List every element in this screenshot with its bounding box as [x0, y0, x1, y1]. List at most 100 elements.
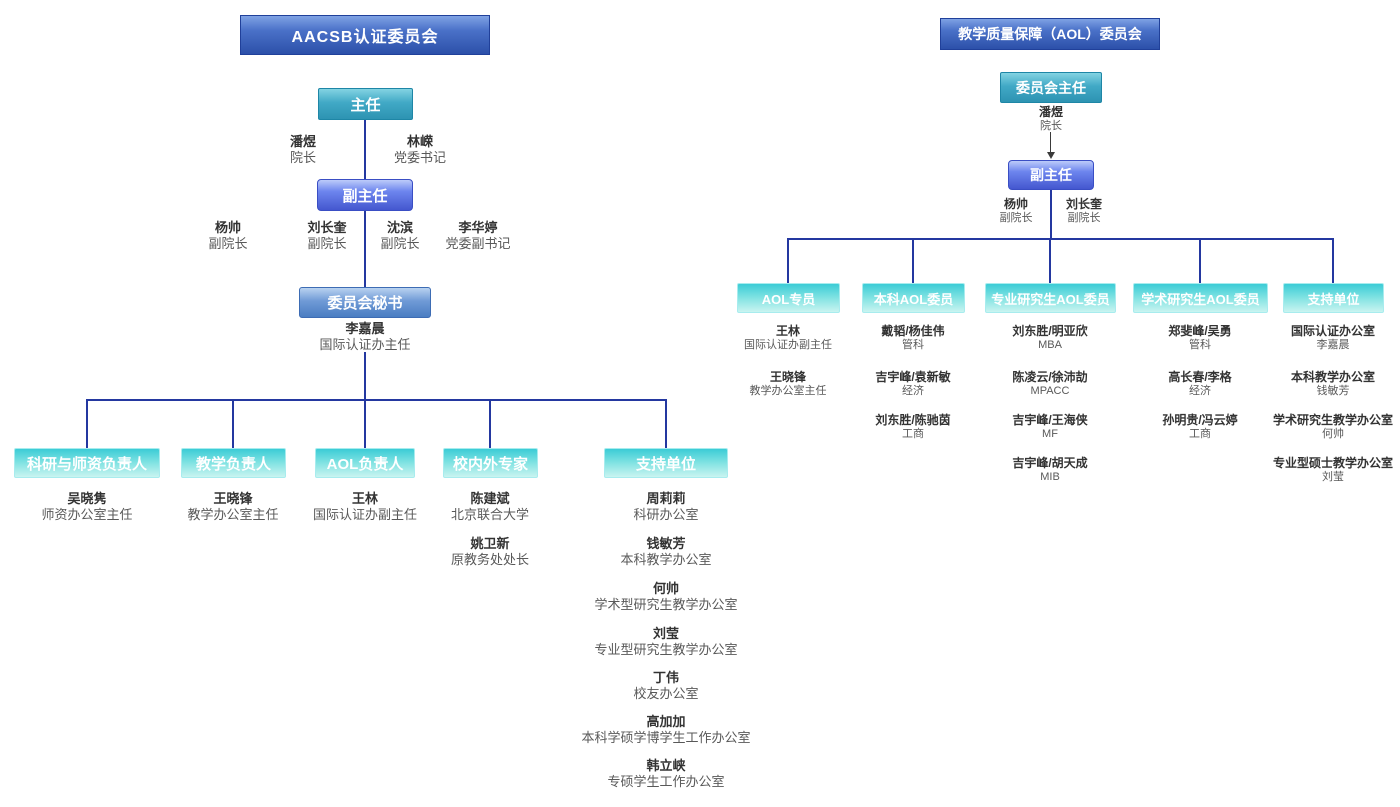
member-entry: 吉宇峰/袁新敏 经济 — [875, 370, 950, 399]
member-name: 国际认证办公室 — [1290, 324, 1376, 338]
member-entry: 王晓锋 教学办公室主任 — [187, 491, 278, 524]
member-entry: 刘东胜/明亚欣 MBA — [1012, 324, 1087, 353]
member-role: 经济 — [1189, 385, 1211, 397]
member-name: 吉宇峰/袁新敏 — [875, 370, 951, 384]
member-role: 学术型研究生教学办公室 — [594, 597, 738, 613]
member-name: 潘煜 — [1038, 105, 1064, 119]
member-role: 院长 — [1039, 120, 1062, 132]
right-branch-academic-grad: 学术研究生AOL委员 — [1133, 283, 1268, 313]
member-name: 吴晓隽 — [67, 491, 107, 506]
member-entry: 韩立峡 专硕学生工作办公室 — [607, 758, 724, 791]
member-name: 刘东胜/明亚欣 — [1012, 324, 1088, 338]
member-name: 潘煜 — [289, 134, 317, 149]
member-role: 管科 — [902, 339, 924, 351]
connector-line — [86, 399, 88, 448]
member-role: 何帅 — [1321, 428, 1344, 440]
member-role: 副院长 — [380, 236, 420, 252]
member-entry: 林嵘 党委书记 — [394, 134, 446, 167]
connector-line — [1049, 238, 1051, 283]
member-name: 沈滨 — [386, 220, 414, 235]
member-role: 科研办公室 — [633, 507, 699, 523]
member-entry: 吉宇峰/胡天成 MIB — [1012, 456, 1087, 485]
connector-line — [489, 399, 491, 448]
member-name: 何帅 — [652, 581, 680, 596]
member-name: 陈建斌 — [470, 491, 510, 506]
member-name: 陈凌云/徐沛劼 — [1012, 370, 1088, 384]
left-branch-research-faculty: 科研与师资负责人 — [14, 448, 160, 478]
member-name: 杨帅 — [1003, 197, 1028, 211]
member-name: 周莉莉 — [646, 491, 686, 506]
connector-line — [912, 238, 914, 283]
connector-rail — [787, 238, 1334, 240]
member-name: 刘长奎 — [1065, 197, 1103, 211]
member-role: 教学办公室主任 — [187, 507, 279, 523]
member-name: 丁伟 — [652, 670, 680, 685]
member-entry: 钱敏芳 本科教学办公室 — [620, 536, 711, 569]
member-role: 副院长 — [208, 236, 248, 252]
member-role: 师资办公室主任 — [41, 507, 133, 523]
member-name: 钱敏芳 — [646, 536, 686, 551]
member-role: 党委副书记 — [445, 236, 511, 252]
member-entry: 戴韬/杨佳伟 管科 — [881, 324, 944, 353]
connector-line — [665, 399, 667, 448]
member-role: MIB — [1040, 471, 1060, 483]
member-name: 李华婷 — [458, 220, 498, 235]
member-entry: 潘煜 院长 — [290, 134, 316, 167]
connector-line — [1050, 190, 1052, 238]
member-entry: 王林 国际认证办副主任 — [313, 491, 417, 524]
right-branch-aol-specialist: AOL专员 — [737, 283, 840, 313]
connector-line — [1332, 238, 1334, 283]
left-branch-teaching: 教学负责人 — [181, 448, 286, 478]
member-name: 王林 — [351, 491, 379, 506]
member-entry: 姚卫新 原教务处处长 — [451, 536, 529, 569]
left-chart-title: AACSB认证委员会 — [240, 15, 490, 55]
member-role: 钱敏芳 — [1316, 385, 1350, 397]
member-name: 王林 — [775, 324, 800, 338]
member-entry: 吉宇峰/王海侠 MF — [1012, 413, 1087, 442]
connector-line — [364, 399, 366, 448]
right-branch-professional-grad: 专业研究生AOL委员 — [985, 283, 1116, 313]
member-entry: 高长春/李格 经济 — [1168, 370, 1231, 399]
member-name: 王晓锋 — [213, 491, 253, 506]
member-role: 副院长 — [307, 236, 347, 252]
member-entry: 丁伟 校友办公室 — [633, 670, 698, 703]
member-role: MF — [1042, 428, 1058, 440]
left-branch-aol: AOL负责人 — [315, 448, 415, 478]
left-branch-experts: 校内外专家 — [443, 448, 538, 478]
member-name: 刘莹 — [652, 626, 680, 641]
member-role: 刘莹 — [1321, 471, 1344, 483]
member-entry: 学术研究生教学办公室 何帅 — [1273, 413, 1393, 442]
member-name: 杨帅 — [214, 220, 242, 235]
left-deputy-box: 副主任 — [317, 179, 413, 211]
member-name: 刘长奎 — [307, 220, 347, 235]
member-role: 国际认证办主任 — [319, 337, 411, 353]
member-entry: 潘煜 院长 — [1039, 105, 1063, 134]
member-entry: 刘长奎 副院长 — [1066, 197, 1102, 226]
connector-line — [787, 238, 789, 283]
member-role: 副院长 — [999, 212, 1033, 224]
arrow-down-shaft — [1050, 132, 1051, 153]
member-entry: 刘莹 专业型研究生教学办公室 — [594, 626, 737, 659]
member-name: 刘东胜/陈驰茵 — [875, 413, 951, 427]
member-name: 学术研究生教学办公室 — [1272, 413, 1394, 427]
member-entry: 周莉莉 科研办公室 — [633, 491, 698, 524]
left-director-box: 主任 — [318, 88, 413, 120]
member-name: 李嘉晨 — [345, 321, 385, 336]
connector-line — [364, 352, 366, 400]
member-role: MBA — [1038, 339, 1062, 351]
left-secretary-box: 委员会秘书 — [299, 287, 431, 318]
right-chart-title: 教学质量保障（AOL）委员会 — [940, 18, 1160, 50]
connector-line — [232, 399, 234, 448]
member-role: 院长 — [289, 150, 317, 166]
member-name: 王晓锋 — [769, 370, 806, 384]
left-branch-support: 支持单位 — [604, 448, 728, 478]
member-name: 戴韬/杨佳伟 — [881, 324, 945, 338]
member-entry: 何帅 学术型研究生教学办公室 — [594, 581, 737, 614]
member-name: 专业型硕士教学办公室 — [1272, 456, 1394, 470]
member-role: 本科教学办公室 — [620, 552, 712, 568]
member-role: 经济 — [902, 385, 924, 397]
member-name: 林嵘 — [406, 134, 434, 149]
connector-rail — [86, 399, 666, 401]
connector-line — [364, 211, 366, 287]
